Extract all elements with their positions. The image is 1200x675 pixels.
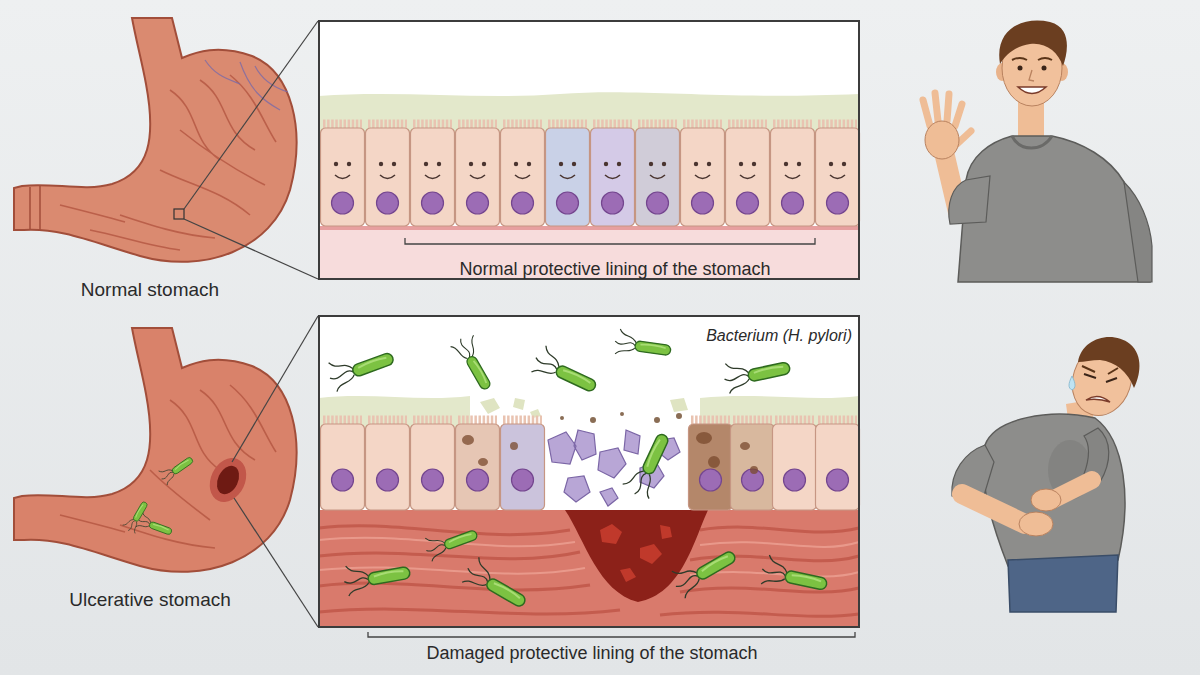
hand [1031, 489, 1061, 511]
leader-line [184, 21, 318, 209]
intact-cell [816, 420, 860, 510]
normal-lining-detail [319, 21, 860, 279]
ulcerative-stomach [14, 316, 318, 627]
happy-cell [771, 124, 815, 226]
stomach-label: Ulcerative stomach [30, 589, 270, 611]
collar [1012, 136, 1052, 148]
bacterium [450, 332, 500, 393]
happy-cell [636, 124, 680, 226]
happy-cell [726, 124, 770, 226]
inflamed-tissue [319, 510, 859, 627]
stomach-label: Normal stomach [30, 279, 270, 301]
jeans [1008, 555, 1118, 612]
happy-cell [456, 124, 500, 226]
stomach-rugae [60, 75, 276, 250]
bracket [368, 632, 855, 637]
ulcer-crater [565, 510, 708, 602]
zoom-marker [174, 209, 184, 219]
happy-cell [816, 124, 860, 226]
bacterium [422, 521, 480, 562]
forearm [962, 494, 1025, 524]
leader-line [184, 219, 318, 279]
zoom-panel: Bacterium (H. pylori)Damaged protective … [318, 315, 860, 628]
intact-cell [411, 420, 455, 510]
sweat-drop [1069, 376, 1075, 390]
hair [1078, 337, 1140, 388]
nose [1029, 70, 1034, 81]
bacterium [530, 344, 602, 399]
eyebrows [1082, 366, 1118, 374]
happy-cell [546, 124, 590, 226]
happy-cell [321, 124, 365, 226]
blood-clot [600, 524, 672, 582]
damaged-lining-detail [319, 316, 860, 637]
leader-line [232, 316, 318, 462]
ulcer-crater [213, 462, 244, 498]
sleeve [1124, 182, 1152, 282]
eye [1042, 66, 1047, 71]
bacterium [621, 428, 676, 500]
bacterium [157, 451, 196, 485]
mucus-debris [480, 398, 688, 418]
bacterium-label: Bacterium (H. pylori) [640, 325, 852, 347]
hand [925, 121, 959, 159]
bacterium [668, 540, 740, 599]
hand [1019, 512, 1053, 536]
shirt [983, 414, 1125, 566]
basement-membrane [319, 226, 859, 230]
panel-fill [319, 21, 859, 279]
panel-caption: Normal protective lining of the stomach [390, 258, 840, 280]
pylorus-ring [30, 186, 40, 231]
intact-cell [773, 420, 817, 510]
submucosa [319, 226, 859, 279]
panel-caption: Damaged protective lining of the stomach [342, 642, 842, 664]
smile [1018, 87, 1046, 94]
squinting-eyes [1084, 374, 1117, 382]
sleeve [949, 176, 990, 224]
debris [560, 412, 682, 423]
bracket [405, 238, 815, 244]
damaged-cell [731, 420, 775, 510]
sick-person [952, 337, 1141, 612]
intact-cell [366, 420, 410, 510]
leader-line [234, 498, 318, 627]
bacterium [613, 328, 672, 361]
bacterium [460, 555, 532, 614]
bacterium [342, 555, 412, 596]
happy-cell [501, 124, 545, 226]
happy-cell [681, 124, 725, 226]
hair [999, 21, 1067, 66]
zoom-panel: Normal protective lining of the stomach [318, 20, 860, 280]
bacterium [721, 351, 792, 394]
blood-vessel [205, 60, 288, 110]
intact-cell [321, 420, 365, 510]
damaged-cell [501, 420, 545, 510]
stomach-rugae [60, 385, 276, 548]
bacterium [325, 342, 397, 393]
stomach-body [14, 18, 296, 262]
eyebrows [1012, 58, 1052, 60]
ulcer-rim [203, 452, 253, 508]
bacterium [759, 554, 830, 597]
eye [1018, 66, 1023, 71]
happy-cell [411, 124, 455, 226]
healthy-person [923, 21, 1152, 282]
happy-cell [591, 124, 635, 226]
head [1063, 337, 1140, 423]
happy-cell [366, 124, 410, 226]
damaged-cell [456, 420, 500, 510]
grimace [1086, 396, 1110, 402]
stomach-body [14, 328, 296, 572]
panel-fill [319, 316, 859, 627]
normal-stomach [14, 18, 318, 279]
bacterium [122, 498, 151, 534]
